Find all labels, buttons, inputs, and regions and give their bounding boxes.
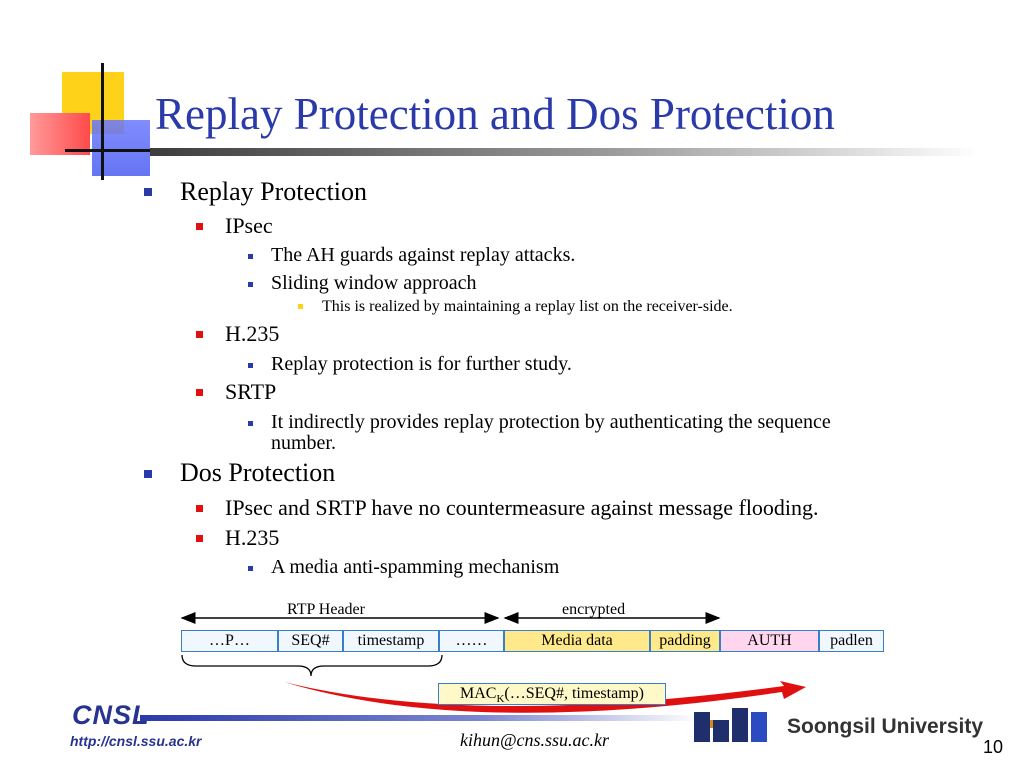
bullet-square-icon (144, 470, 152, 478)
bullet-dos-h235: H.235 (225, 525, 280, 550)
bullet-ipsec: IPsec (225, 213, 273, 238)
bullet-dos-protection: Dos Protection (180, 458, 336, 487)
bullet-h235: H.235 (225, 321, 280, 346)
bullet-square-icon (196, 223, 203, 230)
bullet-square-icon (196, 331, 203, 338)
seq-timestamp-brace (181, 654, 443, 677)
mac-curved-arrow (284, 681, 806, 713)
bullet-no-countermeasure: IPsec and SRTP have no countermeasure ag… (225, 495, 819, 520)
bullet-square-icon (298, 304, 303, 309)
bullet-anti-spamming: A media anti-spamming mechanism (271, 556, 560, 578)
mac-subscript: K (496, 693, 505, 706)
bullet-square-icon (248, 421, 253, 426)
bullet-srtp: SRTP (225, 379, 277, 404)
page-number: 10 (983, 737, 1004, 757)
bullet-ah-guards: The AH guards against replay attacks. (271, 244, 576, 266)
bullet-further-study: Replay protection is for further study. (271, 353, 572, 375)
bullet-srtp-indirect-cont: number. (271, 432, 336, 454)
packet-cell-p: …P… (181, 630, 278, 652)
bullet-srtp-indirect: It indirectly provides replay protection… (271, 411, 831, 433)
university-name: Soongsil University (787, 715, 984, 738)
bullet-replay-protection: Replay Protection (180, 177, 368, 206)
packet-cell-seq: SEQ# (278, 630, 343, 652)
footer-bar (140, 715, 700, 721)
bullet-sliding-window: Sliding window approach (271, 272, 477, 294)
rtp-header-label: RTP Header (287, 601, 365, 618)
deco-red-square (30, 113, 90, 155)
bullet-square-icon (248, 363, 253, 368)
bullet-square-icon (248, 566, 253, 571)
mac-args: (…SEQ#, timestamp) (504, 685, 644, 702)
encrypted-label: encrypted (562, 601, 626, 618)
packet-cell-padding: padding (650, 630, 720, 652)
cnsl-url-link[interactable]: http://cnsl.ssu.ac.kr (70, 733, 202, 749)
title-rule (150, 148, 980, 156)
soongsil-logo-icon (694, 708, 767, 742)
bullet-square-icon (196, 389, 203, 396)
packet-cell-media-data: Media data (504, 630, 650, 652)
bullet-square-icon (196, 505, 203, 512)
bullet-square-icon (248, 282, 253, 287)
slide-title: Replay Protection and Dos Protection (155, 89, 835, 139)
bullet-square-icon (196, 535, 203, 542)
packet-cell-timestamp: timestamp (343, 630, 439, 652)
mac-formula-box: MACK(…SEQ#, timestamp) (438, 683, 666, 705)
deco-vertical-line (101, 63, 104, 180)
bullet-replay-list: This is realized by maintaining a replay… (322, 298, 733, 315)
packet-cell-auth: AUTH (720, 630, 819, 652)
mac-label: MAC (460, 685, 497, 702)
deco-horizontal-line (65, 149, 157, 152)
packet-cell-padlen: padlen (819, 630, 884, 652)
packet-cell-ellipsis: …… (439, 630, 504, 652)
bullet-square-icon (248, 254, 253, 259)
cnsl-logo: CNSL (72, 700, 150, 730)
footer-email: kihun@cns.ssu.ac.kr (460, 730, 610, 750)
bullet-square-icon (144, 188, 152, 196)
